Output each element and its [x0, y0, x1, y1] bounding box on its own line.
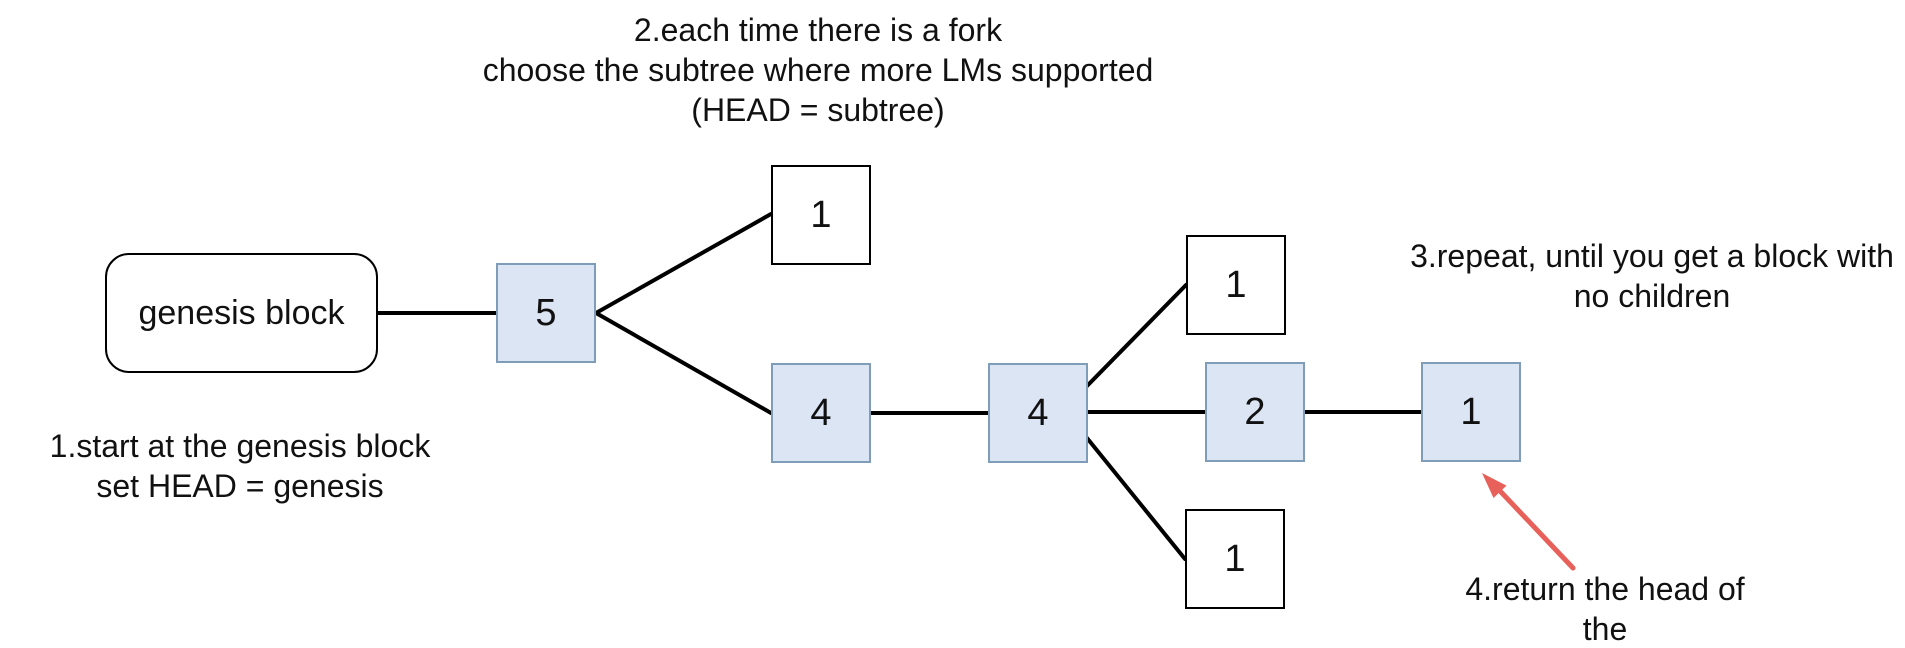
block-weight: 1 — [1225, 263, 1247, 306]
edge-root-fork1-top — [594, 212, 773, 315]
annotation-step3: 3.repeat, until you get a block with no … — [1410, 238, 1894, 314]
block-node-fork2-bottom: 1 — [1185, 509, 1285, 609]
edge-4-fork2-top — [1085, 283, 1188, 388]
block-node-chain-4: 4 — [988, 363, 1088, 463]
block-node-fork2-top: 1 — [1186, 235, 1286, 335]
block-node-fork1-bottom: 4 — [771, 363, 871, 463]
annotation-step4: 4.return the head of the chain — [1465, 571, 1745, 647]
block-weight: 1 — [1460, 390, 1482, 433]
block-weight: 2 — [1244, 390, 1266, 433]
block-weight: 1 — [1224, 537, 1246, 580]
block-weight: 5 — [535, 291, 557, 334]
return-arrow — [1482, 473, 1576, 571]
annotation-step1: 1.start at the genesis block set HEAD = … — [49, 428, 431, 504]
annotation-step2: 2.each time there is a fork choose the s… — [482, 12, 1154, 128]
edge-root-fork1-bottom — [594, 311, 773, 415]
return-arrow-shaft — [1498, 489, 1576, 571]
genesis-block-label: genesis block — [138, 293, 345, 332]
block-node-head: 1 — [1421, 362, 1521, 462]
return-arrow-head — [1482, 473, 1507, 498]
block-weight: 4 — [810, 391, 832, 434]
block-node-fork2-middle: 2 — [1205, 362, 1305, 462]
block-node-fork1-top: 1 — [771, 165, 871, 265]
genesis-block-node: genesis block — [105, 253, 378, 373]
edge-4-fork2-bottom — [1085, 436, 1187, 561]
block-weight: 1 — [810, 193, 832, 236]
block-weight: 4 — [1027, 391, 1049, 434]
block-node-root: 5 — [496, 263, 596, 363]
